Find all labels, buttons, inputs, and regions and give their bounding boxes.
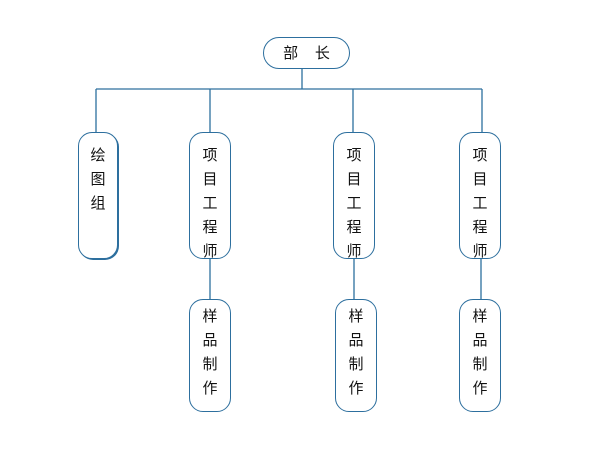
sample-node-3: 样 品 制 作 — [459, 299, 501, 412]
sample-node-2-label: 样 品 制 作 — [348, 307, 364, 397]
sample-node-1-label: 样 品 制 作 — [202, 307, 218, 397]
engineer-node-1-label: 项 目 工 程 师 — [202, 146, 218, 260]
engineer-node-3-label: 项 目 工 程 师 — [472, 146, 488, 260]
engineer-node-2-label: 项 目 工 程 师 — [346, 146, 362, 260]
engineer-node-2: 项 目 工 程 师 — [333, 132, 375, 260]
drawing-group-node: 绘 图 组 — [78, 132, 118, 259]
engineer-node-3: 项 目 工 程 师 — [459, 132, 501, 260]
head-node-label: 部 长 — [283, 44, 330, 62]
sample-node-1: 样 品 制 作 — [189, 299, 231, 412]
engineer-node-1: 项 目 工 程 师 — [189, 132, 231, 260]
drawing-group-label: 绘 图 组 — [90, 146, 106, 212]
sample-node-3-label: 样 品 制 作 — [472, 307, 488, 397]
head-node: 部 长 — [263, 37, 350, 69]
sample-node-2: 样 品 制 作 — [335, 299, 377, 412]
